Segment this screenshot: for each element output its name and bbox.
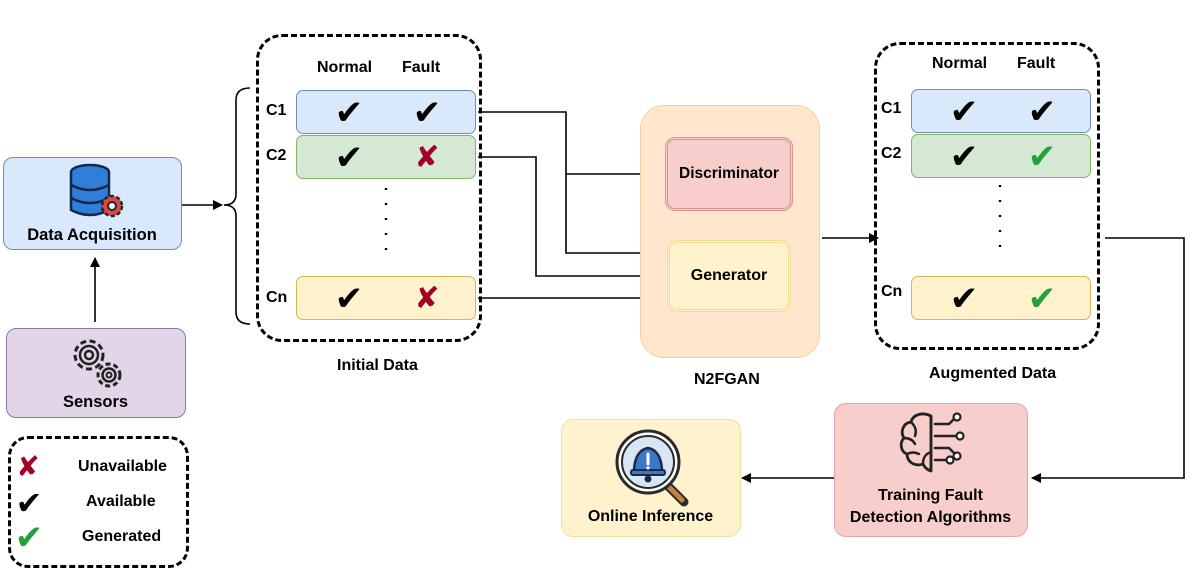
augmented-c2-fault-generated-icon: ✔ [1027,138,1057,176]
augmented-row-c1: ✔ ✔ [911,89,1091,133]
generator-node: Generator [667,240,791,312]
initial-c2-fault-unavailable-icon: ✘ [414,141,440,174]
augmented-data-caption: Augmented Data [929,365,1057,382]
augmented-row-label-c1: C1 [881,100,902,117]
initial-cn-fault-unavailable-icon: ✘ [414,282,440,315]
legend-generated-icon: ✔ [14,519,44,557]
arrow-c1-to-discriminator [478,111,665,179]
augmented-row-c2: ✔ ✔ [911,134,1091,178]
initial-cn-normal-available-icon: ✔ [334,280,364,318]
database-gear-icon [69,163,124,218]
arrow-c1-to-generator [565,174,665,258]
gears-icon [73,339,122,388]
initial-c2-normal-available-icon: ✔ [334,139,364,177]
initial-header-normal: Normal [317,59,373,76]
online-inference-node: Online Inference [561,419,741,537]
augmented-data-box [874,42,1100,350]
sensors-node: Sensors [6,328,186,418]
initial-c1-fault-available-icon: ✔ [412,94,442,132]
augmented-c1-normal-available-icon: ✔ [949,93,979,131]
arrow-c2-to-generator [478,156,665,281]
legend-box [8,436,189,568]
initial-row-cn: ✔ ✘ [296,276,476,320]
augmented-c2-normal-available-icon: ✔ [949,138,979,176]
initial-row-label-c1: C1 [266,102,287,119]
augmented-header-fault: Fault [1017,55,1056,72]
initial-c1-normal-available-icon: ✔ [334,94,364,132]
training-label-line1: Training Fault [878,487,983,504]
brain-icon [899,412,965,473]
initial-row-c2: ✔ ✘ [296,135,476,179]
sensors-label: Sensors [62,392,129,411]
initial-row-label-c2: C2 [266,147,287,164]
augmented-c1-fault-available-icon: ✔ [1027,93,1057,131]
generator-label: Generator [690,267,768,284]
initial-data-box [256,34,482,342]
data-acquisition-node: Data Acquisition [3,157,182,250]
augmented-row-label-cn: Cn [881,283,903,300]
initial-brace [223,87,251,325]
augmented-header-normal: Normal [932,55,988,72]
augmented-row-label-c2: C2 [881,145,902,162]
data-acquisition-label: Data Acquisition [27,225,157,244]
initial-data-caption: Initial Data [337,357,418,374]
discriminator-node: Discriminator [665,137,793,211]
initial-header-fault: Fault [402,59,441,76]
legend-available-label: Available [86,493,156,510]
legend-unavailable-icon: ✘ [16,451,40,482]
training-label-line2: Detection Algorithms [849,509,1012,526]
online-inference-label: Online Inference [587,508,714,525]
augmented-cn-normal-available-icon: ✔ [949,280,979,318]
training-node: Training Fault Detection Algorithms [834,403,1028,537]
legend-generated-label: Generated [82,528,162,545]
bell-search-icon [615,429,689,507]
initial-row-label-cn: Cn [266,289,288,306]
discriminator-label: Discriminator [679,165,779,182]
initial-row-c1: ✔ ✔ [296,90,476,134]
gan-title: N2FGAN [694,371,760,388]
legend-available-icon: ✔ [15,485,43,521]
arrow-augmented-to-training [1031,237,1185,483]
legend-unavailable-label: Unavailable [78,458,167,475]
augmented-row-cn: ✔ ✔ [911,276,1091,320]
augmented-cn-fault-generated-icon: ✔ [1027,280,1057,318]
